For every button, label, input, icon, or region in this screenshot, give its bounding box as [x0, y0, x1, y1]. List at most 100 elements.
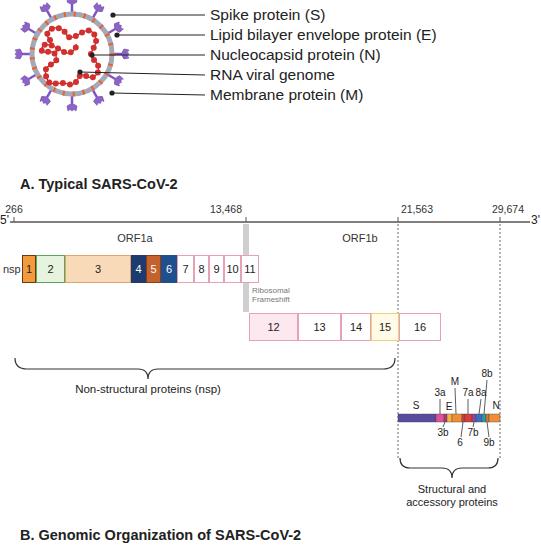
- gene-segment: [472, 414, 476, 422]
- ruler-ticks: [14, 217, 500, 222]
- ruler-tick: [14, 217, 15, 222]
- gene-segment: [465, 414, 472, 422]
- panel-caption: B. Genomic Organization of SARS-CoV-2: [20, 527, 301, 544]
- nsp-number: 11: [244, 264, 255, 275]
- nucleocapsid-beads: [42, 28, 99, 85]
- gene-tick: [468, 399, 469, 414]
- nsp-number: 14: [350, 322, 362, 333]
- gene-segment: [447, 414, 452, 422]
- envelope-membrane: [32, 14, 112, 94]
- gene-label: 3a: [434, 387, 445, 399]
- gene-label: E: [446, 401, 453, 413]
- structural-brace: [400, 458, 498, 478]
- gene-label: N: [492, 400, 499, 412]
- row-label: nsp: [3, 263, 21, 276]
- nsp-brace: [15, 358, 395, 379]
- nsp-number: 2: [47, 264, 53, 275]
- genome-position: 29,674: [492, 203, 524, 215]
- gene-label: 7b: [467, 427, 478, 439]
- part-label: Spike protein (S): [210, 6, 325, 24]
- nsp-box: 4: [131, 255, 146, 283]
- leader-lines: [80, 15, 205, 95]
- nsp-number: 3: [95, 264, 101, 275]
- leader-dots: [77, 12, 119, 95]
- nsp-box: 6: [161, 255, 177, 283]
- membrane-protein-marks: [32, 14, 112, 94]
- gene-tick: [479, 399, 481, 414]
- part-label: Nucleocapsid protein (N): [210, 46, 381, 64]
- part-label: Membrane protein (M): [210, 86, 363, 104]
- strand-end: 3': [531, 214, 540, 228]
- gene-tick: [455, 388, 456, 414]
- gene-segment: [476, 414, 482, 422]
- gene-label: 8a: [475, 387, 486, 399]
- leader-dot: [114, 32, 119, 37]
- nsp-box: 10: [224, 255, 241, 283]
- genome-position: 13,468: [210, 203, 242, 215]
- gene-label: 9b: [483, 437, 494, 449]
- region-dividers: [398, 224, 500, 458]
- nsp-box: 14: [341, 313, 371, 341]
- nsp-box: 15: [371, 313, 399, 341]
- nsp-box: 16: [399, 313, 441, 341]
- spike-protein: [112, 49, 129, 59]
- leader-line: [112, 93, 205, 95]
- nsp-number: 10: [226, 264, 238, 275]
- nsp-number: 7: [182, 264, 188, 275]
- gene-segment: [444, 414, 447, 422]
- nsp-number: 12: [267, 322, 279, 333]
- divider-line: [398, 224, 399, 458]
- nsp-number: 13: [313, 322, 325, 333]
- orf-label: ORF1a: [117, 232, 152, 245]
- rna-genome-strand: [42, 28, 99, 85]
- nsp-number: 15: [379, 322, 391, 333]
- nsp-box: 8: [194, 255, 209, 283]
- gene-segment: [486, 414, 489, 422]
- gene-label: 6: [457, 437, 463, 449]
- gene-label: 3b: [437, 427, 448, 439]
- nsp-number: 5: [150, 264, 156, 275]
- strand-end: 5': [0, 214, 9, 228]
- leader-line: [92, 55, 205, 56]
- gene-tick: [440, 399, 441, 414]
- nsp-number: 9: [213, 264, 219, 275]
- nsp-box: 2: [36, 255, 65, 283]
- gene-tick: [461, 422, 463, 437]
- ruler-tick: [246, 217, 247, 222]
- nsp-box: 7: [177, 255, 194, 283]
- gene-segment: [398, 414, 436, 422]
- leader-line: [117, 35, 205, 36]
- gene-tick: [443, 422, 445, 427]
- part-label: RNA viral genome: [210, 66, 335, 84]
- ruler-tick: [398, 217, 399, 222]
- gene-tick: [487, 422, 489, 437]
- gene-label: M: [451, 376, 459, 388]
- genome-ruler: [10, 221, 530, 223]
- gene-label: 8b: [481, 368, 492, 380]
- genome-position: 21,563: [401, 203, 433, 215]
- nsp-number: 4: [135, 264, 141, 275]
- spike-protein: [67, 94, 77, 111]
- annotation: Ribosomal Frameshift: [252, 286, 302, 304]
- gene-label: 7a: [462, 387, 473, 399]
- divider-line: [500, 224, 501, 458]
- part-label: Lipid bilayer envelope protein (E): [210, 26, 437, 44]
- nsp-box: 11: [241, 255, 259, 283]
- nsp-number: 6: [166, 264, 172, 275]
- spike-protein: [15, 49, 32, 59]
- nsp-box: 9: [209, 255, 224, 283]
- nsp-number: 1: [26, 264, 32, 275]
- gene-tick: [473, 422, 474, 427]
- nsp-box: 1: [22, 255, 36, 283]
- gene-label: S: [413, 400, 420, 412]
- nsp-box: 5: [146, 255, 161, 283]
- gene-segment: [462, 414, 465, 422]
- leader-dot: [77, 69, 82, 74]
- nsp-number: 16: [414, 322, 426, 333]
- nsp-box: 3: [65, 255, 131, 283]
- orf-label: ORF1b: [342, 232, 377, 245]
- leader-dot: [89, 52, 94, 57]
- leader-dot: [110, 12, 115, 17]
- panel-caption: A. Typical SARS-CoV-2: [20, 176, 178, 193]
